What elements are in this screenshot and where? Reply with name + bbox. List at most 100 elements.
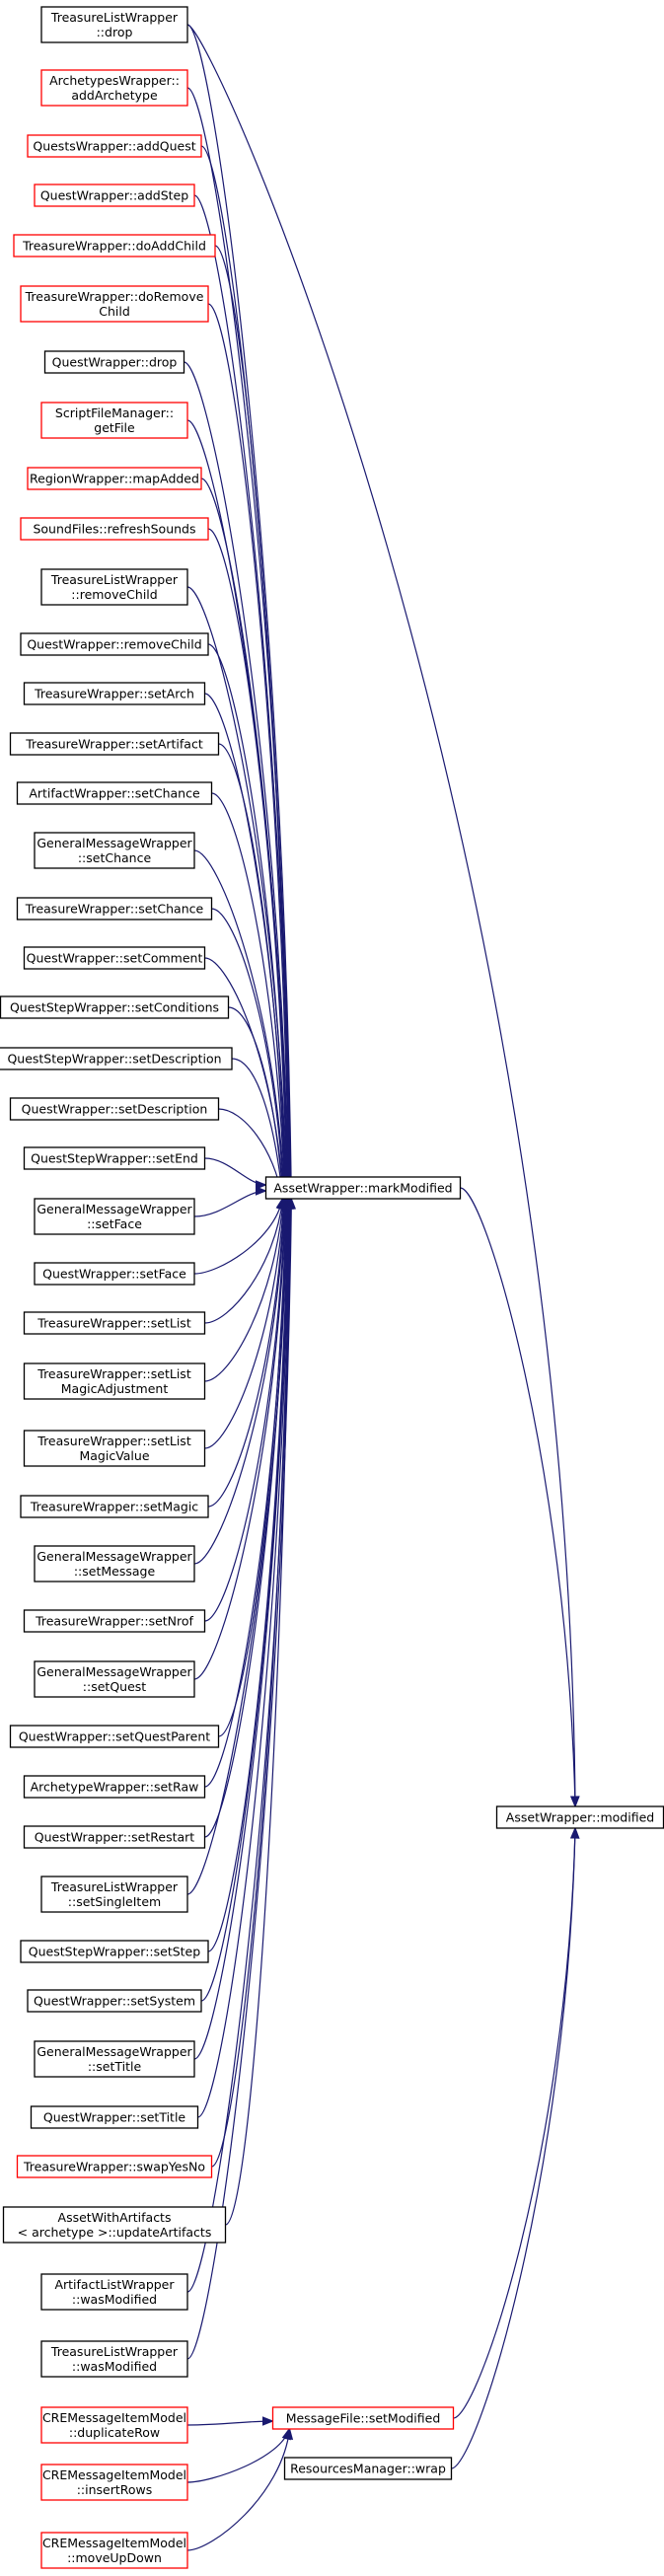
node-box[interactable] bbox=[40, 2273, 188, 2311]
node-qw_setComment[interactable]: QuestWrapper::setComment bbox=[23, 946, 206, 970]
node-box[interactable] bbox=[283, 2457, 453, 2480]
node-gmw_setFace[interactable]: GeneralMessageWrapper::setFace bbox=[34, 1198, 195, 1235]
node-gmw_setQuest[interactable]: GeneralMessageWrapper::setQuest bbox=[34, 1660, 195, 1698]
node-box[interactable] bbox=[16, 781, 213, 805]
node-gmw_setChance[interactable]: GeneralMessageWrapper::setChance bbox=[34, 832, 195, 869]
node-box[interactable] bbox=[23, 946, 206, 970]
node-tw_doAddChild[interactable]: TreasureWrapper::doAddChild bbox=[13, 234, 216, 258]
node-sf_refreshSounds[interactable]: SoundFiles::refreshSounds bbox=[20, 517, 209, 541]
node-qstw_setStep[interactable]: QuestStepWrapper::setStep bbox=[20, 1940, 209, 1963]
node-box[interactable] bbox=[27, 134, 202, 158]
node-box[interactable] bbox=[23, 1311, 206, 1335]
node-box[interactable] bbox=[2, 2206, 227, 2244]
node-sfm_getFile[interactable]: ScriptFileManager::getFile bbox=[40, 402, 188, 439]
node-box[interactable] bbox=[0, 1047, 233, 1070]
edge-tw_setList-to-asw_markModified bbox=[204, 1198, 284, 1324]
node-box[interactable] bbox=[40, 2406, 188, 2444]
node-box[interactable] bbox=[40, 2464, 188, 2501]
node-qstw_setConditions[interactable]: QuestStepWrapper::setConditions bbox=[0, 995, 230, 1019]
node-tlw_setSingleItem[interactable]: TreasureListWrapper::setSingleItem bbox=[40, 1876, 188, 1913]
node-box[interactable] bbox=[34, 1660, 195, 1698]
node-box[interactable] bbox=[23, 1825, 206, 1849]
node-qw_setQuestParent[interactable]: QuestWrapper::setQuestParent bbox=[9, 1725, 220, 1748]
node-box[interactable] bbox=[34, 1198, 195, 1235]
node-qw_drop[interactable]: QuestWrapper::drop bbox=[43, 350, 185, 374]
node-box[interactable] bbox=[34, 2040, 195, 2078]
node-awa_updateArtifacts[interactable]: AssetWithArtifacts< archetype >::updateA… bbox=[2, 2206, 227, 2244]
node-creim_moveUpDown[interactable]: CREMessageItemModel::moveUpDown bbox=[40, 2532, 188, 2569]
node-rw_mapAdded[interactable]: RegionWrapper::mapAdded bbox=[27, 467, 202, 490]
node-box[interactable] bbox=[40, 1876, 188, 1913]
node-tw_setArch[interactable]: TreasureWrapper::setArch bbox=[23, 682, 206, 705]
node-tw_setChance[interactable]: TreasureWrapper::setChance bbox=[16, 897, 213, 920]
node-box[interactable] bbox=[264, 1176, 462, 1200]
node-gmw_setMessage[interactable]: GeneralMessageWrapper::setMessage bbox=[34, 1545, 195, 1582]
node-qstw_setDescription[interactable]: QuestStepWrapper::setDescription bbox=[0, 1047, 233, 1070]
node-tw_setList[interactable]: TreasureWrapper::setList bbox=[23, 1311, 206, 1335]
node-box[interactable] bbox=[40, 402, 188, 439]
node-mf_setModified[interactable]: MessageFile::setModified bbox=[271, 2406, 455, 2430]
node-tlw_wasModified[interactable]: TreasureListWrapper::wasModified bbox=[40, 2340, 188, 2378]
node-box[interactable] bbox=[23, 1146, 206, 1170]
node-box[interactable] bbox=[23, 1362, 206, 1400]
node-box[interactable] bbox=[40, 2340, 188, 2378]
node-box[interactable] bbox=[9, 732, 220, 756]
node-box[interactable] bbox=[16, 2155, 213, 2178]
node-aw_setRaw[interactable]: ArchetypeWrapper::setRaw bbox=[23, 1775, 206, 1799]
node-box[interactable] bbox=[23, 1430, 206, 1467]
node-tlw_removeChild[interactable]: TreasureListWrapper::removeChild bbox=[40, 568, 188, 606]
node-creim_insertRows[interactable]: CREMessageItemModel::insertRows bbox=[40, 2464, 188, 2501]
node-qw_removeChild[interactable]: QuestWrapper::removeChild bbox=[20, 632, 209, 656]
node-box[interactable] bbox=[40, 568, 188, 606]
node-tw_swapYesNo[interactable]: TreasureWrapper::swapYesNo bbox=[16, 2155, 213, 2178]
node-tw_setNrof[interactable]: TreasureWrapper::setNrof bbox=[23, 1609, 206, 1633]
node-tlw_drop[interactable]: TreasureListWrapper::drop bbox=[40, 6, 188, 43]
node-box[interactable] bbox=[27, 467, 202, 490]
node-creim_duplicateRow[interactable]: CREMessageItemModel::duplicateRow bbox=[40, 2406, 188, 2444]
node-box[interactable] bbox=[23, 1609, 206, 1633]
node-box[interactable] bbox=[34, 832, 195, 869]
node-aw_addArchetype[interactable]: ArchetypesWrapper::addArchetype bbox=[40, 69, 188, 107]
node-box[interactable] bbox=[271, 2406, 455, 2430]
node-box[interactable] bbox=[34, 1545, 195, 1582]
node-box[interactable] bbox=[20, 1940, 209, 1963]
node-rm_wrap[interactable]: ResourcesManager::wrap bbox=[283, 2457, 453, 2480]
node-box[interactable] bbox=[40, 2532, 188, 2569]
node-box[interactable] bbox=[34, 184, 195, 207]
node-box[interactable] bbox=[30, 2105, 199, 2129]
node-qw_setDescription[interactable]: QuestWrapper::setDescription bbox=[9, 1097, 220, 1121]
node-box[interactable] bbox=[20, 632, 209, 656]
node-qstw_setEnd[interactable]: QuestStepWrapper::setEnd bbox=[23, 1146, 206, 1170]
node-qw_setRestart[interactable]: QuestWrapper::setRestart bbox=[23, 1825, 206, 1849]
node-asw_modified[interactable]: AssetWrapper::modified bbox=[495, 1805, 664, 1829]
node-asw_markModified[interactable]: AssetWrapper::markModified bbox=[264, 1176, 462, 1200]
node-gmw_setTitle[interactable]: GeneralMessageWrapper::setTitle bbox=[34, 2040, 195, 2078]
node-box[interactable] bbox=[34, 1262, 195, 1286]
node-tw_setMagic[interactable]: TreasureWrapper::setMagic bbox=[20, 1495, 209, 1518]
node-box[interactable] bbox=[0, 995, 230, 1019]
node-box[interactable] bbox=[9, 1725, 220, 1748]
node-qw_setTitle[interactable]: QuestWrapper::setTitle bbox=[30, 2105, 199, 2129]
node-arw_setChance[interactable]: ArtifactWrapper::setChance bbox=[16, 781, 213, 805]
node-box[interactable] bbox=[9, 1097, 220, 1121]
node-alw_wasModified[interactable]: ArtifactListWrapper::wasModified bbox=[40, 2273, 188, 2311]
node-qw_setSystem[interactable]: QuestWrapper::setSystem bbox=[27, 1989, 202, 2013]
node-qsw_addQuest[interactable]: QuestsWrapper::addQuest bbox=[27, 134, 202, 158]
node-box[interactable] bbox=[43, 350, 185, 374]
node-box[interactable] bbox=[20, 285, 209, 323]
node-box[interactable] bbox=[40, 69, 188, 107]
node-box[interactable] bbox=[13, 234, 216, 258]
node-box[interactable] bbox=[23, 1775, 206, 1799]
node-qw_addStep[interactable]: QuestWrapper::addStep bbox=[34, 184, 195, 207]
node-qw_setFace[interactable]: QuestWrapper::setFace bbox=[34, 1262, 195, 1286]
node-box[interactable] bbox=[40, 6, 188, 43]
node-box[interactable] bbox=[27, 1989, 202, 2013]
node-box[interactable] bbox=[20, 1495, 209, 1518]
node-tw_setArtifact[interactable]: TreasureWrapper::setArtifact bbox=[9, 732, 220, 756]
node-box[interactable] bbox=[20, 517, 209, 541]
node-box[interactable] bbox=[23, 682, 206, 705]
node-box[interactable] bbox=[16, 897, 213, 920]
